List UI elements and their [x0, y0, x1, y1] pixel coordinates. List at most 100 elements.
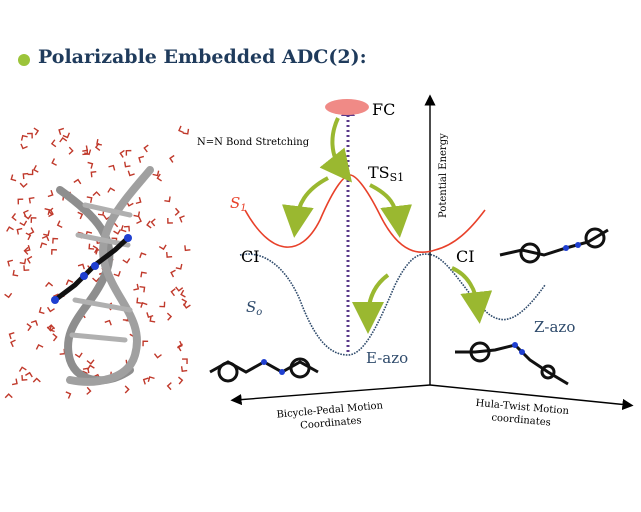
water-molecule [28, 196, 35, 204]
water-molecule [24, 244, 31, 252]
water-molecule [46, 306, 55, 313]
ts-label: TSS1 [368, 163, 404, 184]
water-molecule [182, 358, 188, 365]
water-molecule [18, 366, 27, 372]
water-molecule [92, 245, 99, 254]
water-molecule [19, 220, 28, 227]
water-molecule [146, 220, 152, 229]
water-molecule [86, 196, 93, 203]
x-axis-left [230, 384, 431, 406]
fc-ellipse [325, 99, 369, 115]
water-molecule [22, 172, 29, 180]
water-molecule [12, 269, 19, 277]
water-molecule [26, 323, 32, 332]
x-axis-right [429, 384, 634, 411]
water-molecule [104, 319, 112, 326]
water-molecule [127, 170, 135, 177]
water-molecule [22, 209, 29, 218]
water-molecule [182, 303, 191, 309]
water-molecule [107, 187, 116, 193]
water-molecule [139, 252, 147, 259]
molecule-e-azo [209, 357, 319, 383]
water-molecule [23, 265, 30, 272]
water-molecule [147, 376, 155, 382]
water-molecule [33, 127, 40, 136]
water-molecule [59, 136, 68, 143]
water-molecule [10, 174, 17, 182]
water-molecule [88, 243, 95, 250]
water-molecule [32, 377, 41, 383]
water-molecule [175, 286, 184, 292]
water-molecule [73, 178, 82, 185]
water-molecule [178, 125, 184, 134]
ci-right-label: CI [456, 247, 475, 266]
water-molecule [184, 245, 191, 252]
water-molecule [142, 377, 149, 385]
water-molecule [135, 197, 142, 205]
water-molecule [50, 139, 57, 148]
water-molecule [27, 169, 34, 176]
water-molecule [124, 385, 130, 394]
water-molecule [35, 343, 44, 350]
water-molecule [32, 164, 39, 173]
water-molecule [58, 127, 65, 135]
water-molecule [125, 149, 132, 156]
water-molecule [86, 359, 95, 365]
dna-water-cluster [4, 125, 191, 399]
water-molecule [175, 263, 183, 270]
water-molecule [166, 312, 173, 321]
water-molecule [41, 235, 50, 242]
title-bullet [18, 54, 30, 66]
water-molecule [123, 225, 130, 232]
water-molecule [4, 292, 13, 299]
water-molecule [142, 340, 149, 347]
water-molecule [47, 189, 54, 198]
water-molecule [52, 237, 59, 244]
water-molecule [97, 209, 105, 216]
water-molecule [7, 259, 14, 267]
water-molecule [26, 255, 33, 264]
water-molecule [49, 324, 55, 333]
water-molecule [48, 209, 54, 218]
x-axis-right-label-2: coordinates [491, 412, 551, 428]
water-molecule [38, 306, 45, 315]
s0-curve [239, 253, 546, 356]
molecule-z-azo [455, 341, 569, 386]
z-azo-label: Z-azo [534, 318, 575, 336]
water-molecule [8, 332, 15, 340]
fc-label: FC [372, 100, 395, 119]
water-molecule [120, 225, 127, 233]
water-molecule [182, 128, 190, 135]
water-molecule [25, 232, 32, 241]
water-molecule [156, 173, 162, 182]
water-molecule [150, 218, 156, 227]
water-molecule [124, 161, 131, 168]
water-molecule [77, 211, 84, 220]
water-molecule [39, 242, 48, 249]
water-molecule [180, 289, 186, 298]
water-molecule [146, 312, 154, 319]
water-molecule [140, 301, 148, 308]
y-axis-label: Potential Energy [438, 133, 449, 218]
water-molecule [169, 154, 175, 163]
water-molecule [119, 149, 125, 158]
water-molecule [164, 196, 171, 203]
ci-left-label: CI [241, 247, 260, 266]
slide-title: Polarizable Embedded ADC(2): [38, 46, 367, 68]
water-molecule [43, 230, 50, 237]
water-molecule [180, 366, 188, 373]
water-molecule [23, 214, 32, 220]
water-molecule [152, 170, 160, 177]
water-molecule [62, 132, 71, 139]
water-molecule [48, 207, 54, 216]
e-azo-label: E-azo [366, 349, 408, 367]
water-molecule [19, 182, 28, 188]
water-molecule [108, 164, 116, 171]
water-molecule [170, 288, 176, 297]
water-molecule [82, 367, 90, 374]
water-molecule [30, 320, 39, 326]
water-molecule [82, 145, 89, 152]
water-molecule [159, 301, 166, 308]
water-molecule [143, 144, 149, 153]
